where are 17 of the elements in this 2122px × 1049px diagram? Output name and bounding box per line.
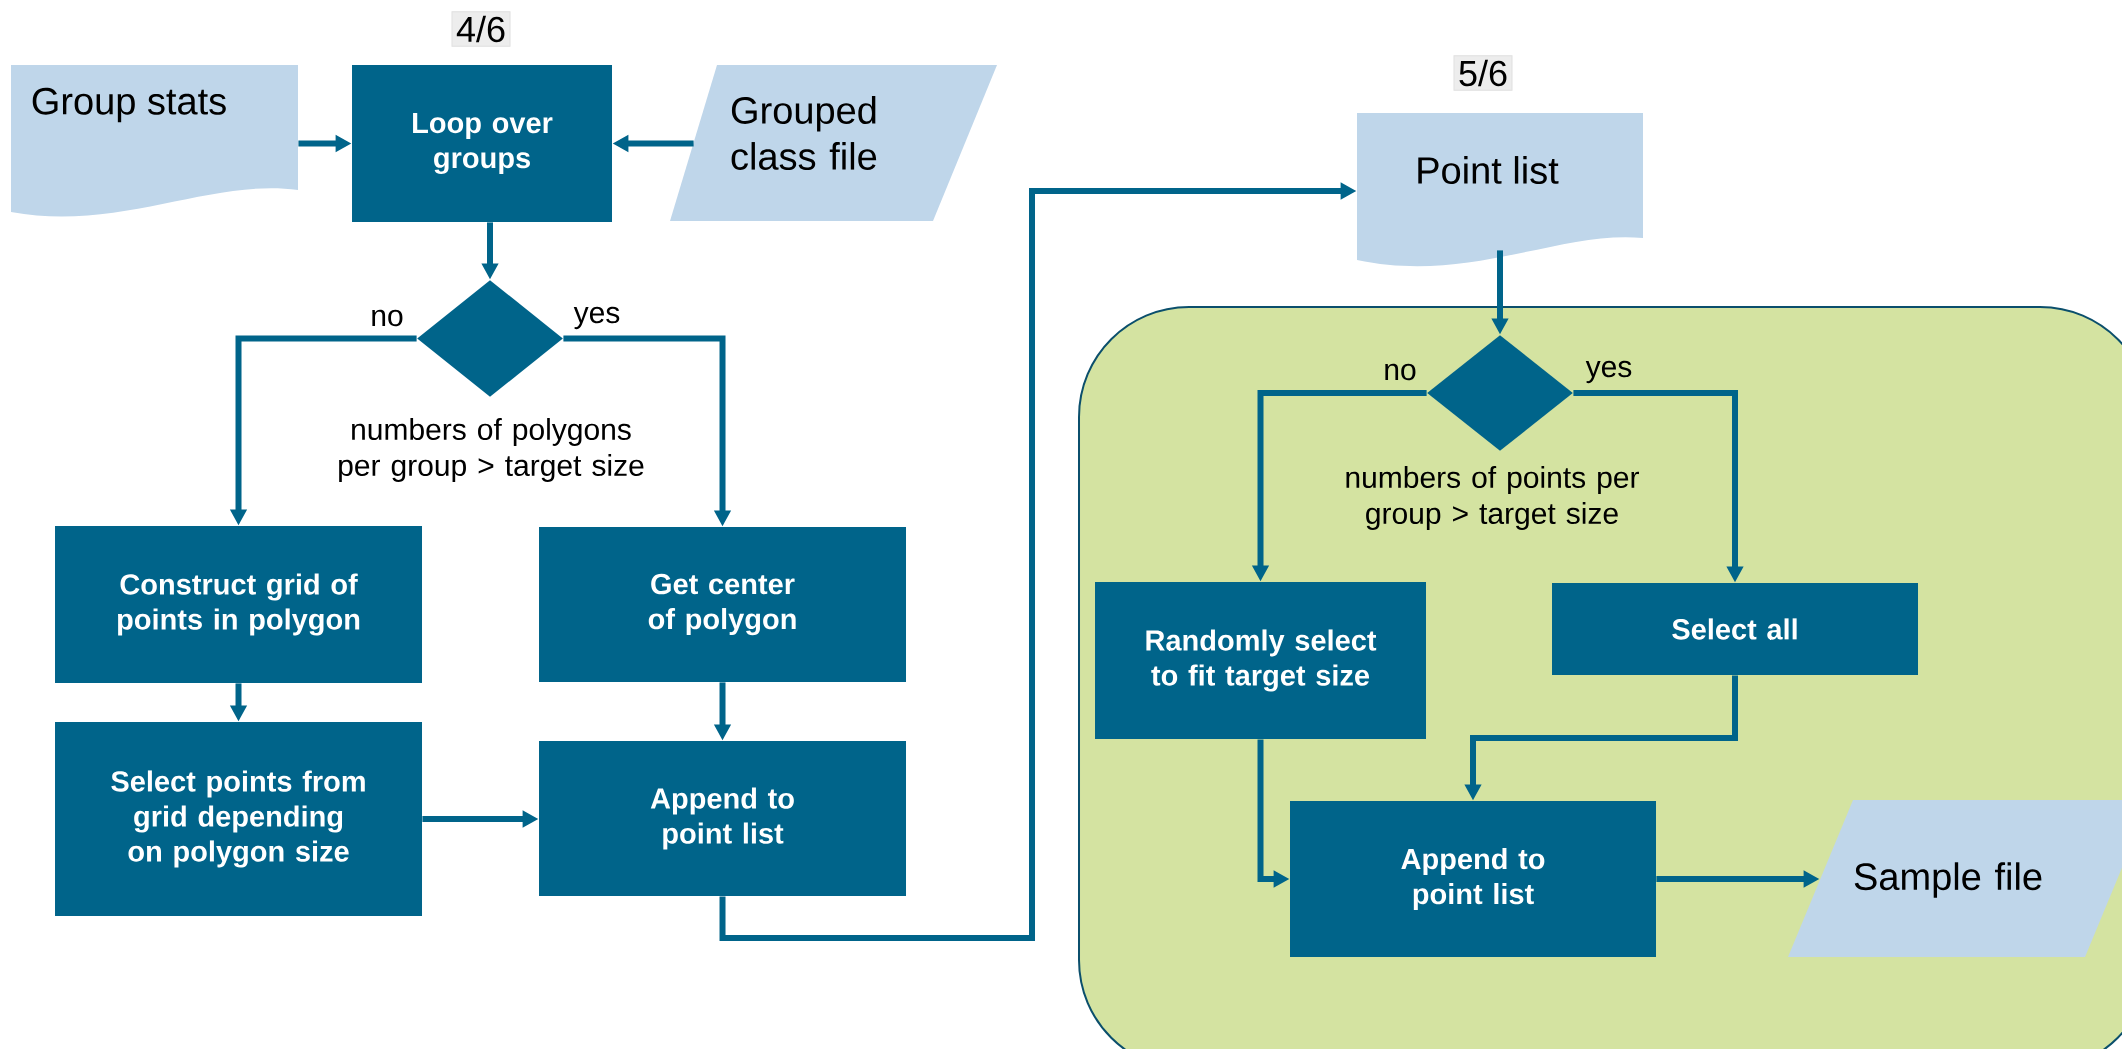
- edge-label: yes: [571, 304, 623, 332]
- data-parallelogram: Sample file: [1788, 800, 2122, 957]
- step-label: 5/6: [1453, 55, 1513, 91]
- process-box: Append to point list: [539, 741, 906, 896]
- process-box: Select all: [1552, 583, 1918, 675]
- condition-text: numbers of polygons per group > target size: [339, 418, 644, 482]
- step-label: 4/6: [451, 11, 511, 47]
- process-box: Select points from grid depending on polygon size: [55, 722, 422, 916]
- condition-text: numbers of points per group > target size: [1346, 466, 1639, 530]
- process-box: Construct grid of points in polygon: [55, 526, 422, 683]
- process-box: Get center of polygon: [539, 527, 906, 682]
- edge-label: no: [368, 307, 406, 329]
- process-box: Append to point list: [1290, 801, 1656, 957]
- process-box: Randomly select to fit target size: [1095, 582, 1426, 739]
- edge-label: no: [1381, 361, 1419, 383]
- data-parallelogram: Grouped class file: [670, 65, 997, 221]
- process-box: Loop over groups: [352, 65, 612, 222]
